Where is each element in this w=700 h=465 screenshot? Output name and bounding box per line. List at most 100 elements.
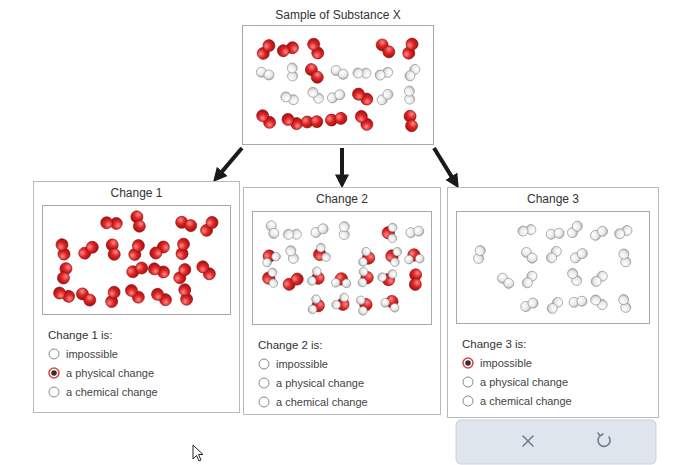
oxygen-molecule [306, 36, 326, 61]
oxygen-molecule [255, 37, 277, 62]
sample-heading: Sample of Substance X [242, 4, 434, 22]
oxygen-atom [405, 119, 419, 133]
hydrogen-atom [339, 222, 349, 232]
radio-button [258, 358, 270, 370]
hydrogen-atom [415, 254, 424, 263]
radio-button [258, 377, 270, 389]
option-label: a physical change [276, 376, 364, 390]
hydrogen-atom [356, 295, 366, 305]
hydrogen-atom [262, 69, 275, 82]
hydrogen-molecule [544, 244, 563, 264]
hydrogen-molecule [404, 86, 415, 104]
radio-dot [51, 370, 57, 376]
hydrogen-atom [526, 296, 539, 309]
radio-ring [259, 378, 269, 388]
question-prompt: Change 1 is: [48, 328, 239, 342]
oxygen-atom [147, 261, 162, 276]
oxygen-molecule [178, 283, 194, 306]
oxygen-molecule [104, 285, 121, 309]
radio-ring [463, 377, 473, 387]
hydrogen-atom [311, 294, 322, 305]
radio-ring [49, 349, 59, 359]
hydrogen-atom [388, 234, 397, 243]
hydrogen-molecule [569, 247, 590, 265]
hydrogen-molecule [374, 66, 394, 82]
hydrogen-atom [388, 223, 397, 232]
oxygen-atom [123, 282, 140, 299]
oxygen-atom [194, 258, 211, 275]
option-label: a chemical change [66, 385, 158, 399]
oxygen-molecule [276, 40, 300, 58]
radio-ring [463, 358, 473, 368]
hydrogen-molecule [618, 248, 632, 268]
answer-option: impossible [462, 355, 658, 370]
oxygen-molecule [105, 238, 121, 262]
hydrogen-atom [377, 272, 388, 283]
oxygen-molecule [350, 86, 375, 107]
arrow-connector [434, 148, 454, 180]
oxygen-atom [353, 108, 370, 125]
hydrogen-atom [284, 244, 297, 257]
hydrogen-atom [566, 267, 580, 281]
oxygen-molecule [198, 214, 220, 239]
water-molecule [377, 269, 400, 289]
oxygen-molecule [174, 215, 198, 234]
hydrogen-atom [381, 87, 395, 101]
hydrogen-atom [387, 269, 398, 280]
oxygen-molecule [303, 61, 326, 85]
hydrogen-atom [261, 257, 273, 269]
water-molecule [330, 291, 354, 315]
oxygen-molecule [52, 285, 76, 304]
water-molecule [379, 292, 403, 314]
oxygen-molecule [147, 261, 171, 279]
undo-icon [598, 433, 610, 446]
change-panel: Change 3Change 3 is:impossiblea physical… [447, 187, 659, 418]
mouse-cursor [193, 445, 203, 461]
oxygen-molecule [100, 216, 122, 229]
hydrogen-atom [570, 219, 584, 233]
hydrogen-atom [283, 229, 293, 239]
hydrogen-molecule [403, 62, 422, 82]
hydrogen-molecule [283, 229, 301, 239]
hydrogen-molecule [306, 85, 326, 105]
hydrogen-atom [403, 69, 417, 83]
hydrogen-atom [270, 251, 282, 263]
oxygen-molecule [175, 237, 190, 260]
water-molecule [307, 294, 327, 317]
arrow-connector [219, 148, 242, 175]
water-molecule [358, 246, 378, 269]
radio-dot [465, 360, 471, 366]
oxygen-atom [147, 245, 164, 262]
molecule-illustration [253, 212, 431, 324]
water-molecule [404, 248, 425, 264]
option-label: a chemical change [276, 395, 368, 409]
water-molecule [258, 246, 282, 269]
oxygen-atom [56, 271, 71, 286]
oxygen-atom [149, 286, 166, 303]
oxygen-molecule [401, 36, 420, 60]
hydrogen-atom [618, 294, 630, 306]
radio-button [258, 396, 270, 408]
molecule-frame [252, 211, 432, 325]
hydrogen-atom [613, 227, 626, 240]
hydrogen-molecule [589, 269, 609, 288]
oxygen-molecule [254, 107, 278, 131]
oxygen-molecule [325, 111, 348, 127]
hydrogen-molecule [613, 224, 634, 240]
hydrogen-molecule [546, 228, 565, 240]
arrow-connector [340, 148, 344, 179]
oxygen-atom [404, 36, 419, 51]
oxygen-molecule [171, 261, 193, 286]
hydrogen-atom [576, 296, 587, 307]
hydrogen-molecule [589, 293, 609, 312]
water-molecule [306, 266, 328, 290]
sample-box: Sample of Substance X [242, 4, 434, 148]
hydrogen-molecule [284, 244, 299, 264]
hydrogen-atom [390, 257, 400, 267]
question-prompt: Change 2 is: [258, 338, 440, 352]
oxygen-atom [178, 283, 192, 297]
hydrogen-atom [374, 69, 387, 82]
radio-ring [49, 368, 59, 378]
radio-button [48, 386, 60, 398]
hydrogen-atom [389, 302, 401, 314]
